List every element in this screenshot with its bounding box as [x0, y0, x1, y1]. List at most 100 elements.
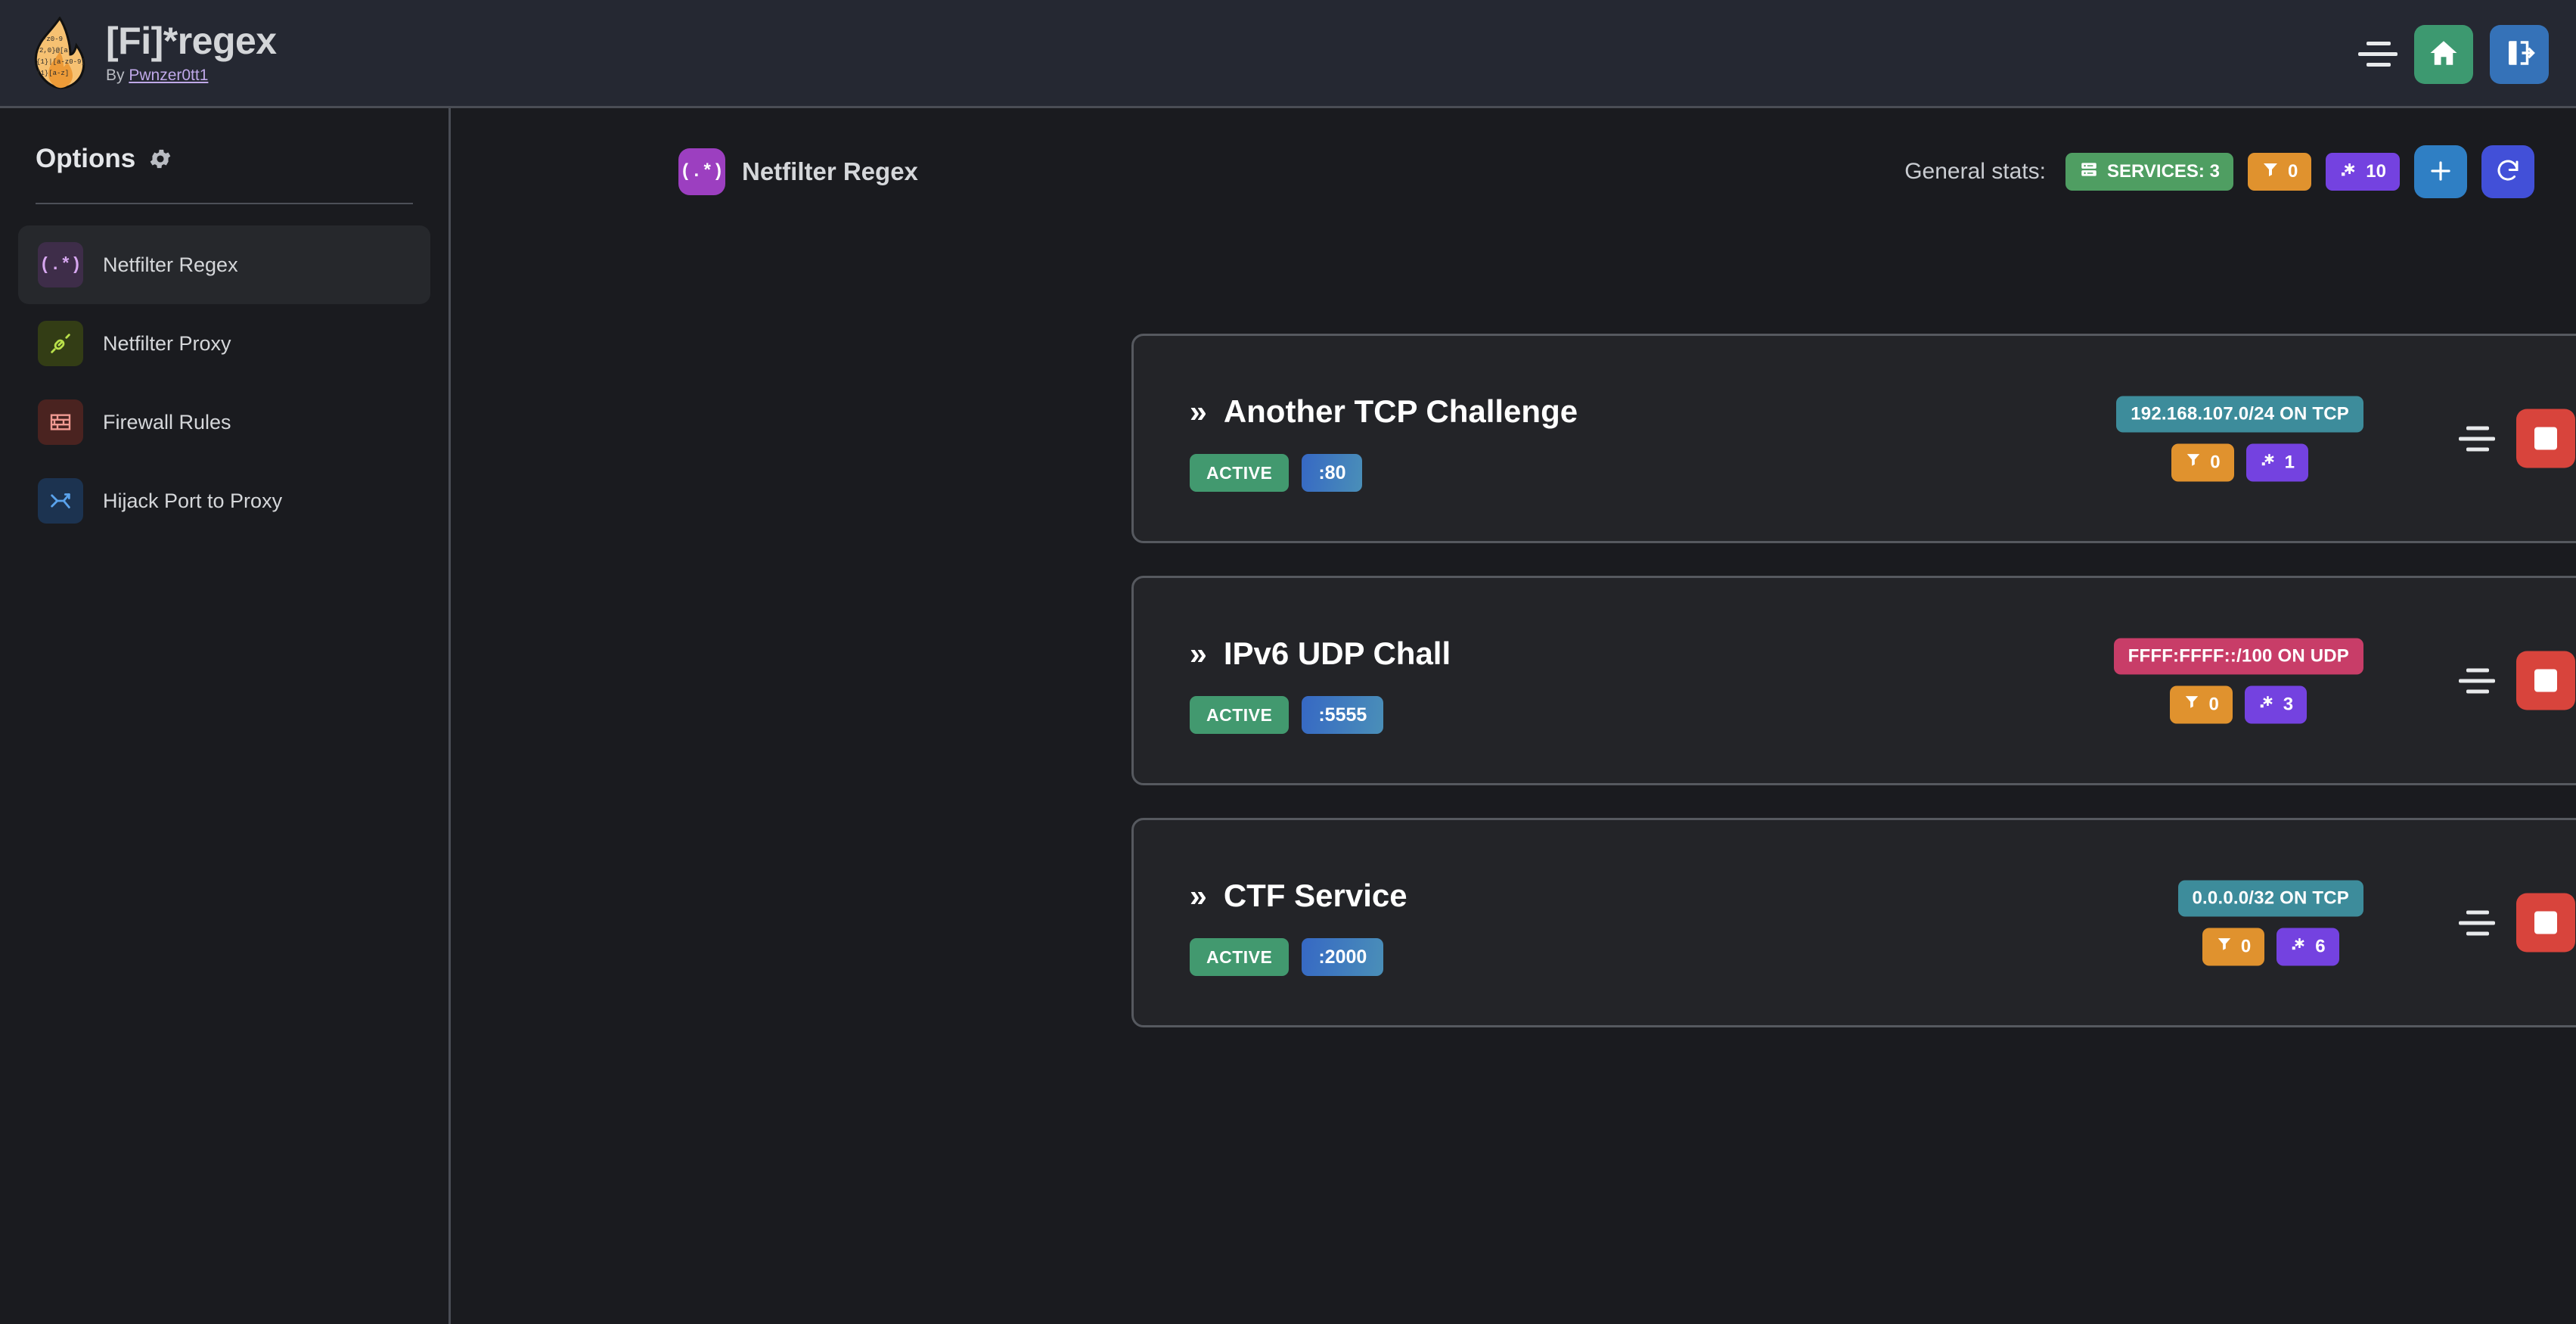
service-menu-icon[interactable] — [2430, 426, 2495, 451]
service-status-row: ACTIVE :5555 — [1190, 696, 1451, 734]
header-actions — [2355, 0, 2549, 108]
brick-wall-icon — [38, 399, 83, 445]
network-sub-stats: 0 6 — [2202, 928, 2339, 965]
filters-badge: 0 — [2247, 153, 2312, 191]
service-name: CTF Service — [1223, 878, 1407, 913]
logout-button[interactable] — [2490, 24, 2549, 84]
plus-icon — [2426, 157, 2455, 188]
service-menu-icon[interactable] — [2430, 910, 2495, 935]
regex-icon — [2339, 160, 2357, 184]
general-stats-label: General stats: — [1904, 159, 2046, 184]
service-info: » CTF Service ACTIVE :2000 — [1190, 878, 1407, 976]
service-info: » Another TCP Challenge ACTIVE :80 — [1190, 393, 1578, 492]
regexes-badge-text: 1 — [2284, 452, 2295, 472]
page-header: (.*) Netfilter Regex General stats: SERV… — [678, 145, 2534, 198]
regexes-badge-text: 6 — [2315, 936, 2326, 956]
port-badge: :80 — [1302, 454, 1363, 492]
port-badge: :2000 — [1302, 938, 1384, 976]
gear-icon — [147, 146, 173, 172]
service-actions: 192.168.107.0/24 ON TCP 0 1 — [2116, 396, 2576, 481]
logout-icon — [2503, 37, 2535, 71]
sidebar-item-firewall-rules[interactable]: Firewall Rules — [18, 383, 430, 462]
filters-badge: 0 — [2170, 685, 2233, 723]
chevron-double-right-icon: » — [1190, 878, 1207, 913]
filter-icon — [2216, 936, 2233, 958]
sidebar-item-label: Firewall Rules — [103, 410, 231, 434]
service-actions: FFFF:FFFF::/100 ON UDP 0 3 — [2113, 638, 2576, 723]
author-link[interactable]: Pwnzer0tt1 — [129, 66, 209, 84]
refresh-button[interactable] — [2481, 145, 2534, 198]
service-name: Another TCP Challenge — [1223, 393, 1578, 429]
service-name-row: » CTF Service — [1190, 878, 1407, 914]
chevron-double-right-icon: » — [1190, 636, 1207, 671]
filters-badge: 0 — [2171, 443, 2234, 481]
status-badge: ACTIVE — [1190, 938, 1290, 976]
filters-badge-text: 0 — [2210, 452, 2221, 472]
services-badge: SERVICES: 3 — [2065, 153, 2233, 191]
sidebar-item-label: Netfilter Proxy — [103, 331, 231, 355]
network-badge: FFFF:FFFF::/100 ON UDP — [2113, 638, 2363, 674]
stop-icon — [2534, 427, 2557, 450]
service-actions: 0.0.0.0/32 ON TCP 0 6 — [2177, 880, 2576, 965]
sidebar-item-netfilter-regex[interactable]: (.*) Netfilter Regex — [18, 225, 430, 304]
filter-icon — [2183, 694, 2200, 716]
regexes-badge: 10 — [2326, 153, 2400, 191]
regex-icon — [2260, 452, 2277, 474]
service-network-stats: FFFF:FFFF::/100 ON UDP 0 3 — [2113, 638, 2363, 723]
network-badge: 192.168.107.0/24 ON TCP — [2116, 396, 2363, 432]
filter-icon — [2261, 160, 2280, 184]
sidebar-item-label: Netfilter Regex — [103, 253, 238, 276]
stop-button[interactable] — [2516, 893, 2575, 953]
service-menu-icon[interactable] — [2430, 668, 2495, 693]
service-card[interactable]: » CTF Service ACTIVE :2000 0.0.0.0/32 ON… — [1131, 818, 2576, 1027]
filters-badge-text: 0 — [2208, 694, 2219, 714]
sidebar-divider — [36, 203, 413, 204]
chevron-double-right-icon: » — [1190, 394, 1207, 429]
general-stats: General stats: SERVICES: 3 0 — [1904, 145, 2534, 198]
service-card[interactable]: » Another TCP Challenge ACTIVE :80 192.1… — [1131, 334, 2576, 543]
svg-text:{1}[a-z]: {1}[a-z] — [36, 70, 69, 77]
refresh-icon — [2494, 157, 2522, 187]
add-service-button[interactable] — [2414, 145, 2467, 198]
services-badge-text: SERVICES: 3 — [2106, 161, 2220, 182]
regexes-badge-text: 3 — [2283, 694, 2294, 714]
sidebar-item-netfilter-proxy[interactable]: Netfilter Proxy — [18, 304, 430, 383]
regexes-badge: 1 — [2245, 443, 2308, 481]
filters-badge-text: 0 — [2240, 936, 2252, 956]
service-name-row: » Another TCP Challenge — [1190, 393, 1578, 430]
sidebar-heading-label: Options — [36, 144, 136, 173]
regex-icon: (.*) — [38, 242, 83, 287]
regexes-badge: 3 — [2244, 685, 2308, 723]
page-title-label: Netfilter Regex — [742, 157, 918, 185]
service-status-row: ACTIVE :80 — [1190, 454, 1578, 492]
sidebar: Options (.*) Netfilter Regex Netfilter P… — [0, 108, 451, 1324]
stop-button[interactable] — [2516, 409, 2575, 468]
service-network-stats: 192.168.107.0/24 ON TCP 0 1 — [2116, 396, 2363, 481]
network-sub-stats: 0 1 — [2171, 443, 2308, 481]
port-badge: :5555 — [1302, 696, 1384, 734]
plug-icon — [38, 321, 83, 366]
regex-icon — [2258, 694, 2275, 716]
app-byline: By Pwnzer0tt1 — [106, 67, 277, 85]
svg-text:-z0-9: -z0-9 — [42, 36, 63, 43]
hamburger-icon[interactable] — [2355, 38, 2398, 71]
fork-arrow-icon — [38, 478, 83, 524]
regexes-badge: 6 — [2277, 928, 2339, 965]
home-button[interactable] — [2414, 24, 2473, 84]
services-list: » Another TCP Challenge ACTIVE :80 192.1… — [1131, 334, 2576, 1060]
app-header: -z0-9 2,0}@[a {1}|[a-z0-9] {1}[a-z] [Fi]… — [0, 0, 2576, 108]
regexes-badge-text: 10 — [2366, 161, 2386, 182]
brand-text: [Fi]*regex By Pwnzer0tt1 — [106, 22, 277, 85]
main-content: (.*) Netfilter Regex General stats: SERV… — [453, 110, 2576, 1324]
service-network-stats: 0.0.0.0/32 ON TCP 0 6 — [2177, 880, 2363, 965]
regex-icon: (.*) — [678, 148, 725, 195]
service-name-row: » IPv6 UDP Chall — [1190, 636, 1451, 672]
svg-text:2,0}@[a: 2,0}@[a — [39, 47, 68, 54]
flame-regex-logo: -z0-9 2,0}@[a {1}|[a-z0-9] {1}[a-z] — [29, 16, 86, 89]
home-icon — [2428, 37, 2460, 71]
service-card[interactable]: » IPv6 UDP Chall ACTIVE :5555 FFFF:FFFF:… — [1131, 576, 2576, 785]
service-info: » IPv6 UDP Chall ACTIVE :5555 — [1190, 636, 1451, 734]
stop-button[interactable] — [2516, 651, 2575, 710]
network-sub-stats: 0 3 — [2170, 685, 2308, 723]
sidebar-item-hijack-port-to-proxy[interactable]: Hijack Port to Proxy — [18, 462, 430, 540]
